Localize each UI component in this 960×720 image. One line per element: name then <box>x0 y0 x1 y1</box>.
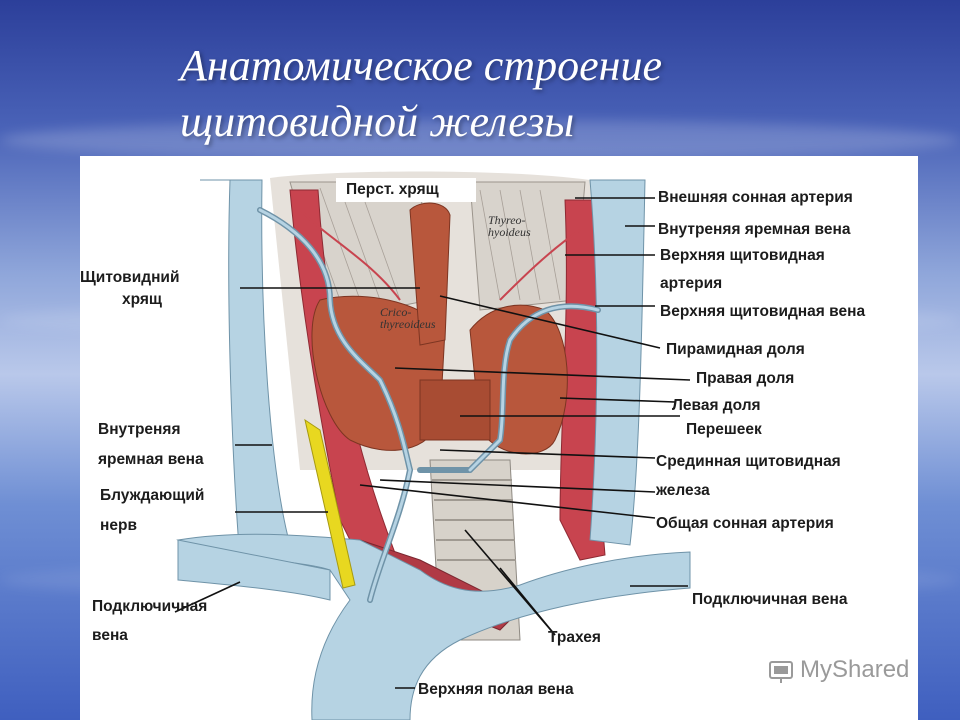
leader-lines <box>174 197 691 689</box>
thyroid-veins-inner <box>258 208 600 602</box>
label-thyroid-cartilage-2: хрящ <box>122 291 163 308</box>
label-subclavian-left-1: Подключичная <box>92 598 208 615</box>
title-line-2: щитовидной железы <box>180 97 575 146</box>
label-superior-vena-cava: Верхняя полая вена <box>418 681 574 698</box>
label-isthmus: Перешеек <box>686 421 762 438</box>
vagus-nerve <box>304 418 356 589</box>
label-middle-thyroid-1: Срединная щитовидная <box>656 453 841 470</box>
latin-cricothyroid-label: Crico- thyreoideus <box>380 306 436 330</box>
cricoid-label-box <box>336 178 476 202</box>
label-external-carotid: Внешняя сонная артерия <box>658 189 853 206</box>
bg-streak <box>0 120 960 160</box>
label-cricoid-cartilage: Перст. хрящ <box>346 181 439 198</box>
label-common-carotid: Общая сонная артерия <box>656 515 834 532</box>
label-subclavian-left-2: вена <box>92 627 128 644</box>
left-subclavian-vein-stub <box>177 539 331 601</box>
subclavian-and-brachiocephalic-veins <box>176 533 691 720</box>
pyramidal-lobe <box>409 202 451 346</box>
label-trachea: Трахея <box>548 629 601 646</box>
myshared-logo-icon <box>769 661 793 683</box>
latin-cricothyroid-line-2: thyreoideus <box>380 317 436 331</box>
label-superior-thyroid-artery-2: артерия <box>660 275 723 292</box>
thyroid-isthmus <box>419 379 491 441</box>
label-superior-thyroid-vein: Верхняя щитовидная вена <box>660 303 866 320</box>
label-thyroid-cartilage-1: Щитовидний <box>80 269 180 286</box>
label-internal-jugular-right: Внутреняя яремная вена <box>658 221 851 238</box>
label-subclavian-right: Подключичная вена <box>692 591 848 608</box>
label-internal-jugular-left-1: Внутреняя <box>98 421 181 438</box>
label-right-lobe: Правая доля <box>696 370 795 387</box>
latin-thyrohyoid-label: Thyreo- hyoideus <box>488 214 531 238</box>
latin-thyrohyoid-line-2: hyoideus <box>488 225 531 239</box>
label-left-lobe: Левая доля <box>672 397 761 414</box>
label-vagus-nerve-2: нерв <box>100 517 137 534</box>
label-middle-thyroid-2: железа <box>656 482 710 499</box>
label-pyramidal-lobe: Пирамидная доля <box>666 341 805 358</box>
latin-thyrohyoid-line-1: Thyreo- <box>488 213 526 227</box>
label-superior-thyroid-artery-1: Верхняя щитовидная <box>660 247 825 264</box>
latin-cricothyroid-line-1: Crico- <box>380 305 412 319</box>
label-internal-jugular-left-2: яремная вена <box>98 451 204 468</box>
slide-title: Анатомическое строение щитовидной железы <box>180 38 880 150</box>
label-vagus-nerve-1: Блуждающий <box>100 487 205 504</box>
myshared-watermark: MyShared <box>800 656 910 683</box>
title-line-1: Анатомическое строение <box>180 41 662 90</box>
